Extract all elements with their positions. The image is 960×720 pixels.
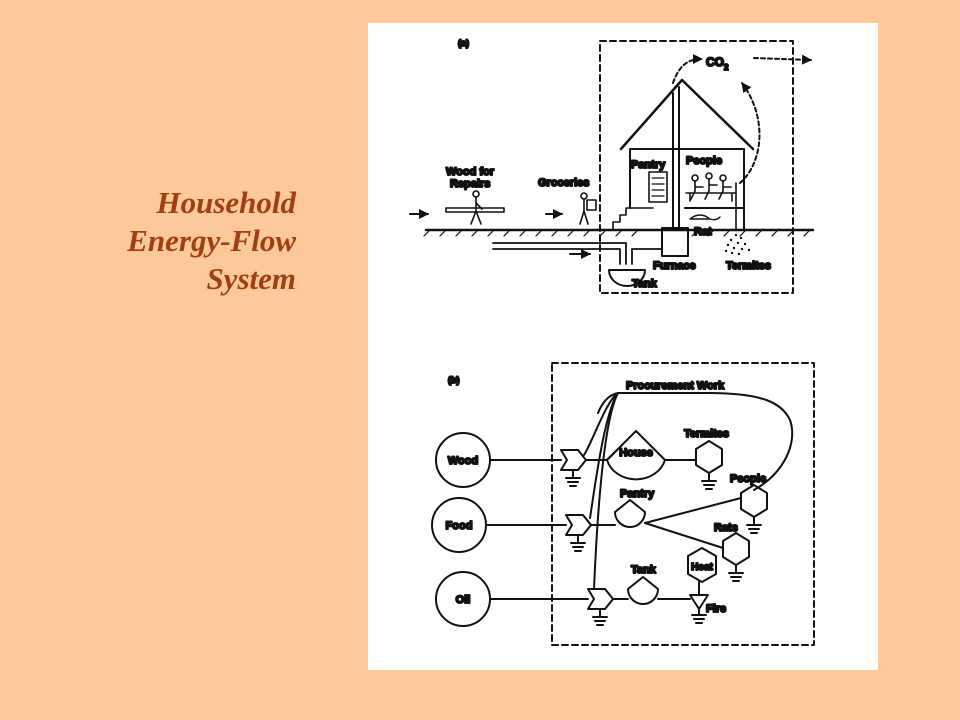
people-figures	[685, 172, 737, 202]
food-source-label: Food	[446, 520, 473, 532]
house-walls	[629, 148, 745, 231]
title-line-2: Energy-Flow	[127, 223, 296, 258]
panel-a-house-diagram: (a) CO2	[409, 37, 815, 294]
oil-tank	[608, 269, 646, 287]
title-line-1: Household	[156, 185, 296, 220]
oil-source-label: Oil	[456, 594, 471, 606]
ground-hatch	[423, 229, 811, 237]
source-wood: Wood	[435, 432, 491, 488]
panel-b-energy-circuit: (b) Procurement Work Wood Food Oil	[431, 362, 815, 646]
wood-source-label: Wood	[448, 455, 478, 467]
wood-carrier-figure	[445, 190, 505, 225]
house-label: House	[619, 447, 653, 459]
rat-figure	[689, 214, 721, 221]
source-oil: Oil	[435, 571, 491, 627]
panel-b-tag: (b)	[448, 375, 460, 385]
oil-work-gate	[587, 588, 614, 610]
procurement-loop	[597, 392, 794, 491]
termites-label-b: Termites	[684, 428, 729, 440]
heat-label: Heat	[691, 562, 713, 573]
tank-label-a: Tank	[632, 278, 658, 290]
energy-flow-figure: (a) CO2	[368, 23, 878, 670]
fire-label: Fire	[706, 603, 726, 615]
pantry-label-b: Pantry	[620, 488, 655, 500]
termites-consumer	[695, 440, 723, 474]
pantry-label: Pantry	[631, 159, 666, 171]
panel-a-boundary	[599, 40, 794, 294]
people-label-b: People	[730, 473, 766, 485]
groceries-label: Groceries	[538, 177, 589, 189]
pantry-cupboard	[648, 171, 668, 203]
co2-flow-people	[739, 82, 761, 184]
heat-consumer	[687, 547, 717, 583]
rats-consumer	[722, 532, 750, 566]
house-roof	[619, 78, 755, 151]
people-label: People	[686, 155, 722, 167]
source-food: Food	[431, 497, 487, 553]
furnace-box	[661, 227, 689, 257]
repairs-label: Repairs	[450, 178, 490, 190]
tank-label-b: Tank	[631, 564, 657, 576]
termites-label-a: Termites	[726, 260, 771, 272]
title-line-3: System	[206, 261, 296, 296]
wood-work-gate	[560, 449, 587, 471]
procurement-work-label: Procurement Work	[626, 380, 725, 392]
co2-flow-out	[753, 54, 812, 65]
co2-label: CO2	[706, 55, 729, 72]
panel-a-tag: (a)	[458, 38, 469, 48]
house-steps	[612, 207, 654, 231]
panel-b-boundary	[551, 362, 815, 646]
furnace-label: Furnace	[653, 260, 696, 272]
groceries-carrier-figure	[579, 192, 597, 225]
termites-dots	[724, 233, 751, 256]
wood-for-label: Wood for	[446, 166, 495, 178]
co2-flow-chimney	[672, 54, 703, 84]
tank-storage	[627, 576, 659, 605]
oil-pipe	[492, 242, 627, 265]
pantry-storage	[614, 499, 646, 528]
figure-svg: (a) CO2	[409, 37, 815, 646]
food-work-gate	[565, 514, 592, 536]
chimney	[672, 86, 680, 231]
rat-label: Rat	[694, 226, 712, 238]
rats-label: Rats	[714, 522, 738, 534]
slide-title: Household Energy-Flow System	[40, 184, 296, 298]
gate-heat-sinks	[565, 469, 608, 626]
